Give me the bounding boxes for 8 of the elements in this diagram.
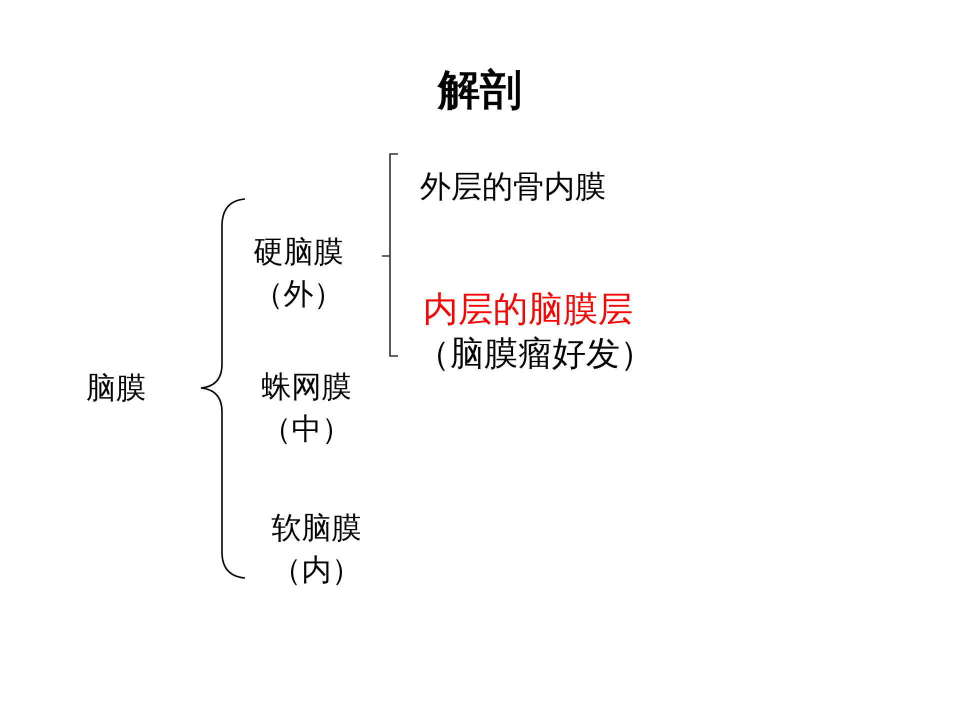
note-label: （脑膜瘤好发） xyxy=(416,335,654,375)
term-label: 脑膜 xyxy=(86,371,146,407)
term-label: 蛛网膜（中） xyxy=(260,370,352,448)
highlight-label: 内层的脑膜层 xyxy=(423,289,633,331)
term-label: 软脑膜（内） xyxy=(270,511,362,589)
title: 解剖 xyxy=(438,68,522,114)
term-label: 硬脑膜（外） xyxy=(252,235,344,313)
term-label: 外层的骨内膜 xyxy=(420,168,606,206)
